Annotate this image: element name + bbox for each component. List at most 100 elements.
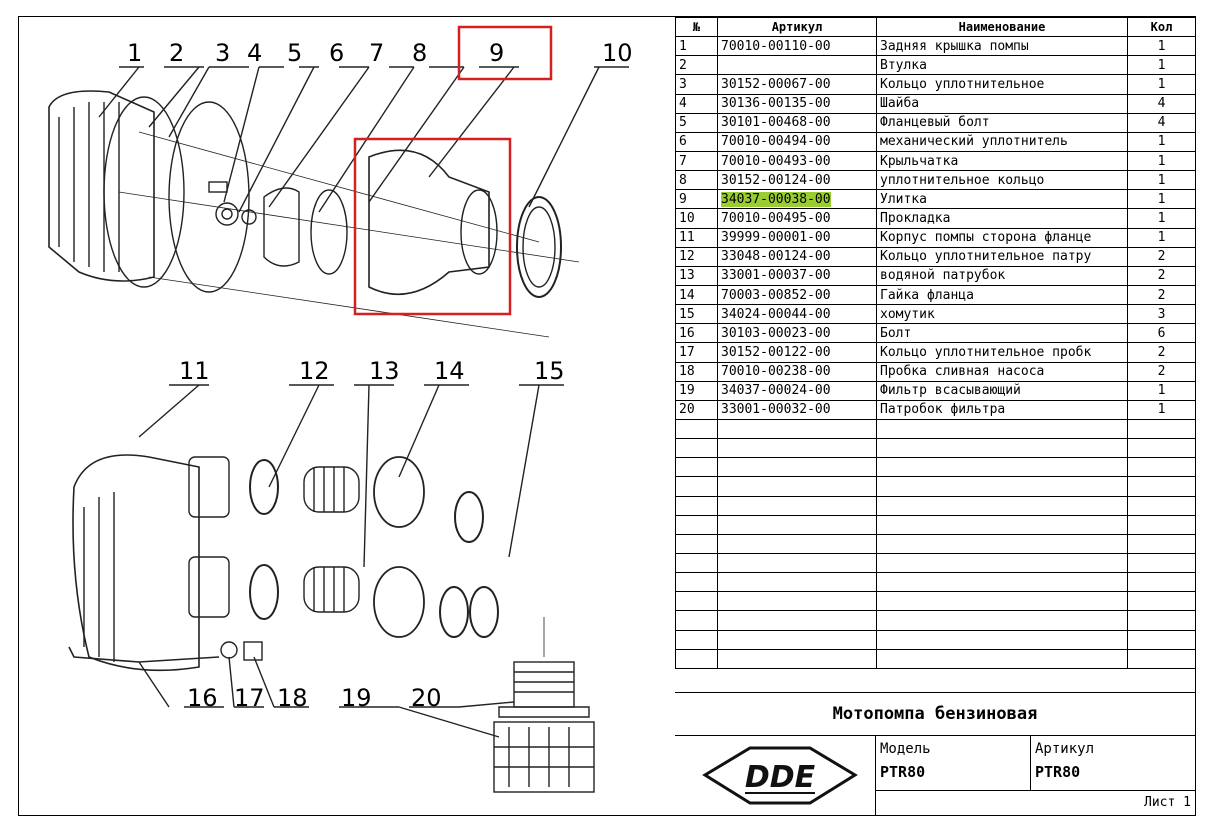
cell-num: 5 (675, 112, 718, 133)
table-row (675, 495, 1196, 516)
cell-article: 30152-00122-00 (717, 342, 877, 363)
cell-num (675, 572, 718, 593)
cell-qty: 2 (1127, 246, 1196, 267)
cell-num: 9 (675, 189, 718, 210)
cell-qty: 1 (1127, 150, 1196, 172)
cell-num (675, 418, 718, 440)
cell-article: 70010-00110-00 (717, 36, 877, 57)
cell-num: 16 (675, 323, 718, 344)
cell-name (876, 572, 1128, 593)
cell-article: 30103-00023-00 (717, 323, 877, 344)
cell-article: 30101-00468-00 (717, 112, 877, 133)
logo-cell: DDE (675, 735, 876, 816)
cell-num: 12 (675, 246, 718, 267)
table-row (675, 476, 1196, 497)
cell-name: Корпус помпы сторона фланце (876, 227, 1128, 248)
cell-article: 70003-00852-00 (717, 284, 877, 306)
cell-num (675, 648, 718, 669)
table-row (675, 629, 1196, 650)
cell-qty: 2 (1127, 361, 1196, 382)
cell-num (675, 438, 718, 459)
callout-8: 8 (412, 39, 428, 67)
highlighted-article: 34037-00038-00 (721, 191, 831, 207)
cell-qty: 1 (1127, 170, 1196, 191)
cell-num: 2 (675, 55, 718, 76)
cell-name: Втулка (876, 55, 1128, 76)
cell-qty (1127, 514, 1196, 535)
callout-19: 19 (341, 684, 372, 712)
cell-name: Кольцо уплотнительное патру (876, 246, 1128, 267)
cell-article: 30152-00124-00 (717, 170, 877, 191)
highlight-box-volute (353, 137, 512, 316)
cell-article (717, 418, 877, 440)
cell-qty: 6 (1127, 323, 1196, 344)
cell-num: 17 (675, 342, 718, 363)
article-value: PTR80 (1035, 763, 1081, 781)
cell-num (675, 476, 718, 497)
cell-article: 34037-00024-00 (717, 380, 877, 401)
cell-qty: 4 (1127, 93, 1196, 114)
cell-qty: 3 (1127, 304, 1196, 325)
highlight-box-callout-9 (457, 25, 553, 81)
cell-name (876, 514, 1128, 535)
cell-num: 4 (675, 93, 718, 114)
model-label: Модель (880, 741, 931, 757)
callout-5: 5 (287, 39, 303, 67)
cell-name: Кольцо уплотнительное пробк (876, 342, 1128, 363)
cell-qty: 1 (1127, 399, 1196, 420)
cell-article: 70010-00238-00 (717, 361, 877, 382)
divider (875, 790, 1195, 791)
cell-num: 6 (675, 131, 718, 152)
cell-name: Патробок фильтра (876, 399, 1128, 420)
cell-qty (1127, 533, 1196, 554)
cell-qty (1127, 476, 1196, 497)
divider (1030, 735, 1031, 790)
cell-name: хомутик (876, 304, 1128, 325)
cell-qty: 1 (1127, 380, 1196, 401)
product-title: Мотопомпа бензиновая (675, 693, 1195, 736)
cell-article (717, 610, 877, 631)
cell-num: 10 (675, 208, 718, 229)
cell-qty: 1 (1127, 74, 1196, 95)
cell-name: Гайка фланца (876, 284, 1128, 306)
cell-article: 30152-00067-00 (717, 74, 877, 95)
cell-article (717, 629, 877, 650)
cell-qty (1127, 457, 1196, 478)
cell-num (675, 514, 718, 535)
cell-article: 34037-00038-00 (717, 189, 877, 210)
cell-qty (1127, 438, 1196, 459)
table-row (675, 418, 1196, 440)
header-name: Наименование (876, 16, 1128, 38)
cell-qty: 1 (1127, 189, 1196, 210)
cell-num: 13 (675, 265, 718, 286)
cell-article: 33001-00037-00 (717, 265, 877, 286)
cell-name: уплотнительное кольцо (876, 170, 1128, 191)
cell-name: Пробка сливная насоса (876, 361, 1128, 382)
callout-11: 11 (179, 357, 210, 385)
model-value: PTR80 (880, 763, 926, 781)
cell-num: 14 (675, 284, 718, 306)
cell-article (717, 457, 877, 478)
cell-qty: 1 (1127, 36, 1196, 57)
cell-article (717, 648, 877, 669)
cell-name: Улитка (876, 189, 1128, 210)
article-label: Артикул (1035, 741, 1095, 757)
logo-text: DDE (745, 760, 816, 795)
cell-article (717, 552, 877, 574)
cell-name (876, 438, 1128, 459)
cell-qty: 2 (1127, 265, 1196, 286)
table-row (675, 438, 1196, 459)
cell-num: 19 (675, 380, 718, 401)
